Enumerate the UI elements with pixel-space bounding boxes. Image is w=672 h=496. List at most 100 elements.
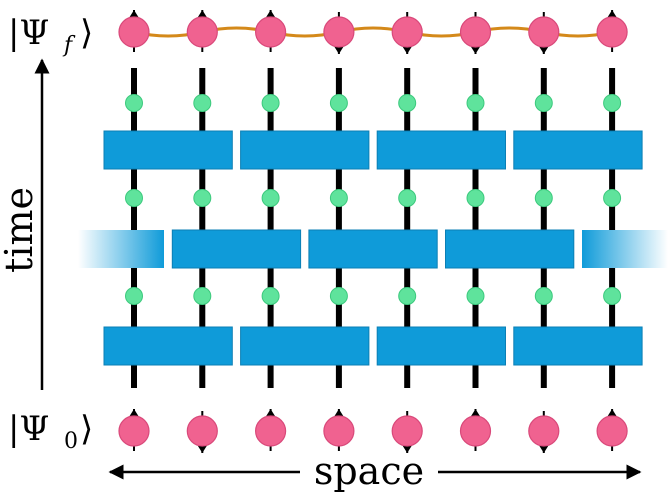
- gate-l1-7-8: [513, 130, 643, 170]
- measurement-dot-r3-s8: [603, 287, 622, 305]
- final-spin-8-arrowhead: [607, 10, 618, 18]
- final-spin-2-ball: [186, 16, 218, 48]
- initial-state-rangle: ⟩: [80, 409, 93, 449]
- initial-spin-2: [186, 411, 218, 453]
- final-spin-7-arrowhead: [538, 46, 549, 54]
- initial-spin-1-arrowhead: [129, 409, 139, 417]
- final-spin-2-arrowhead: [197, 10, 208, 18]
- initial-spin-3-arrowhead: [265, 409, 276, 417]
- measurement-dot-r1-s3: [261, 94, 280, 112]
- measurement-dot-r3-s2: [193, 287, 212, 305]
- final-state-subscript: f: [62, 33, 76, 58]
- final-spin-8: [596, 10, 628, 52]
- measurement-dot-r2-s2: [193, 189, 212, 207]
- initial-spin-6-arrowhead: [470, 409, 481, 417]
- initial-spin-3-ball: [255, 415, 287, 447]
- final-spin-5: [391, 12, 423, 54]
- measurement-dot-r3-s4: [329, 287, 348, 305]
- final-state-ket: |Ψ: [8, 13, 49, 53]
- measurement-dot-r3-s7: [534, 287, 553, 305]
- measurement-dot-r2-s7: [534, 189, 553, 207]
- gate-l1-5-6: [376, 130, 507, 170]
- final-spin-1-arrowhead: [129, 10, 139, 18]
- final-spin-4: [323, 12, 355, 54]
- final-state-rangle: ⟩: [80, 13, 93, 53]
- final-spin-2: [186, 10, 218, 52]
- gate-l2-2-3: [171, 229, 302, 269]
- initial-spin-7: [528, 411, 560, 453]
- final-spin-3-ball: [255, 16, 287, 48]
- final-spin-5-ball: [391, 16, 423, 48]
- initial-spin-7-arrowhead: [538, 445, 549, 453]
- final-spin-3-arrowhead: [265, 10, 276, 18]
- gate-l2-6-7: [445, 229, 575, 269]
- measurement-dot-r2-s3: [261, 189, 280, 207]
- gate-boundary-left: [78, 230, 164, 268]
- final-spin-7-ball: [528, 16, 560, 48]
- gate-layers: [78, 130, 668, 366]
- final-spin-7: [528, 12, 560, 54]
- measurement-dot-r3-s5: [398, 287, 417, 305]
- measurement-dot-r2-s1: [125, 189, 143, 207]
- gate-l3-5-6: [376, 326, 507, 366]
- measurement-dot-r1-s6: [466, 94, 485, 112]
- initial-spin-3: [255, 409, 287, 451]
- measurement-dot-r1-s4: [329, 94, 348, 112]
- final-spin-4-ball: [323, 16, 355, 48]
- initial-spin-8-arrowhead: [607, 409, 618, 417]
- measurement-dot-r3-s1: [125, 287, 143, 305]
- initial-spin-4-ball: [323, 415, 355, 447]
- time-axis-label: time: [0, 187, 41, 273]
- measurement-dot-r1-s5: [398, 94, 417, 112]
- space-axis-label: space: [314, 449, 424, 493]
- final-spin-1-ball: [118, 16, 150, 48]
- measurement-dot-r2-s5: [398, 189, 417, 207]
- measurement-dot-r2-s8: [603, 189, 622, 207]
- gate-l1-1-2: [103, 130, 233, 170]
- measurement-dot-r3-s6: [466, 287, 485, 305]
- gate-l3-1-2: [103, 326, 233, 366]
- measurement-dot-r2-s4: [329, 189, 348, 207]
- gate-l3-3-4: [240, 326, 370, 366]
- initial-spin-8-ball: [596, 415, 628, 447]
- final-state-label: |Ψ f ⟩: [8, 13, 93, 58]
- measurement-dot-r3-s3: [261, 287, 280, 305]
- measurement-dot-r1-s7: [534, 94, 553, 112]
- initial-spin-8: [596, 409, 628, 451]
- initial-spin-1: [118, 409, 150, 451]
- gate-l3-7-8: [513, 326, 643, 366]
- initial-state-subscript: 0: [64, 429, 78, 454]
- measurement-dot-r1-s2: [193, 94, 212, 112]
- final-spin-3: [255, 10, 287, 52]
- initial-spin-1-ball: [118, 415, 150, 447]
- initial-state-label: |Ψ 0 ⟩: [8, 409, 93, 454]
- final-spin-6-ball: [459, 16, 492, 48]
- initial-spin-4: [323, 409, 355, 451]
- measurement-dots: [125, 94, 622, 305]
- initial-spin-5-arrowhead: [402, 445, 413, 453]
- spins: [118, 10, 628, 453]
- initial-spin-7-ball: [528, 415, 560, 447]
- initial-state-ket: |Ψ: [8, 409, 49, 449]
- initial-spin-6-ball: [459, 415, 492, 447]
- final-spin-6: [459, 12, 492, 54]
- measurement-dot-r1-s8: [603, 94, 622, 112]
- final-spin-5-arrowhead: [402, 46, 413, 54]
- final-spin-1: [118, 10, 150, 52]
- initial-spin-6: [459, 409, 492, 451]
- initial-spin-4-arrowhead: [333, 409, 344, 417]
- initial-spin-2-arrowhead: [197, 445, 208, 453]
- gate-l1-3-4: [240, 130, 370, 170]
- measurement-dot-r2-s6: [466, 189, 485, 207]
- final-spin-8-ball: [596, 16, 628, 48]
- gate-l2-4-5: [308, 229, 438, 269]
- final-spin-4-arrowhead: [333, 46, 344, 54]
- initial-spin-5: [391, 411, 423, 453]
- gate-boundary-right: [582, 230, 668, 268]
- measurement-dot-r1-s1: [125, 94, 143, 112]
- initial-spin-2-ball: [186, 415, 218, 447]
- final-spin-6-arrowhead: [470, 46, 481, 54]
- initial-spin-5-ball: [391, 415, 423, 447]
- worldlines: [131, 68, 616, 388]
